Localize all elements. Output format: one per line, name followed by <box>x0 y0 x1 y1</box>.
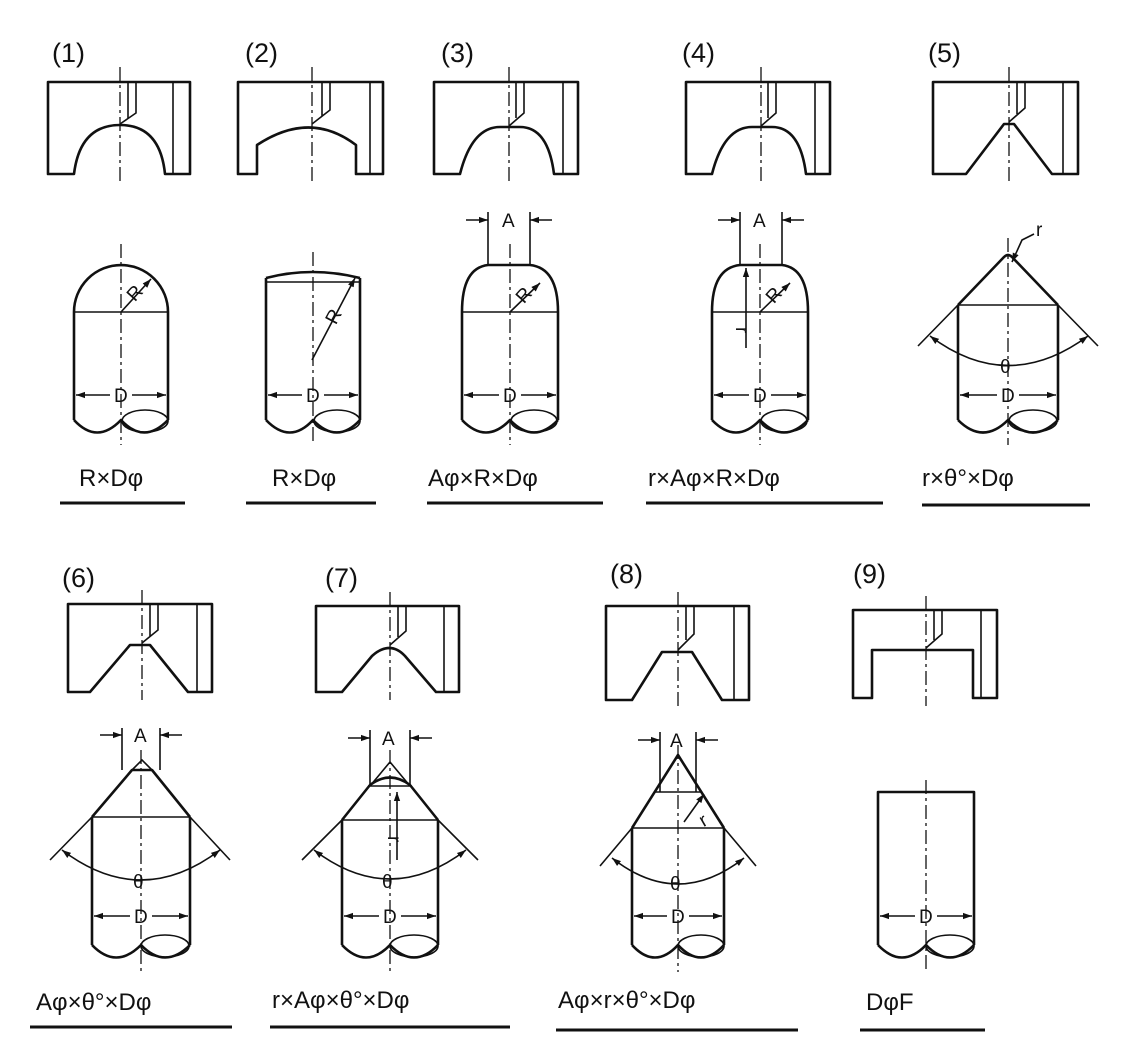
figure-number: (6) <box>62 563 95 593</box>
hole-section <box>684 67 832 182</box>
label-d: D <box>671 907 685 928</box>
label-a: A <box>753 211 766 232</box>
hole-section <box>236 67 385 182</box>
drill-tip: A θ D <box>49 726 231 972</box>
drill-tip: D <box>876 780 976 972</box>
hole-section <box>851 596 999 706</box>
figure-5: (5) θ r D r×θ°×Dφ <box>917 38 1099 507</box>
hole-section <box>432 67 580 182</box>
label-a: A <box>502 211 515 232</box>
hole-section <box>604 592 751 708</box>
label-theta: θ <box>1000 357 1011 378</box>
hole-section <box>931 67 1080 182</box>
label-a: A <box>670 731 683 752</box>
label-theta: θ <box>382 872 393 893</box>
caption: r×Aφ×R×Dφ <box>648 465 780 492</box>
caption: R×Dφ <box>272 465 336 492</box>
label-d: D <box>503 386 517 407</box>
label-r: R <box>512 283 537 307</box>
figure-4: (4) A R r D r×Aφ×R×Dφ <box>646 38 883 505</box>
label-d: D <box>1001 386 1015 407</box>
label-d: D <box>753 386 767 407</box>
caption: r×Aφ×θ°×Dφ <box>272 987 409 1014</box>
figure-number: (1) <box>52 38 85 68</box>
figure-2: (2) R D R×Dφ <box>236 38 385 505</box>
label-d: D <box>383 907 397 928</box>
label-theta: θ <box>133 872 144 893</box>
label-r: R <box>123 281 148 305</box>
label-theta: θ <box>670 874 681 895</box>
caption: Aφ×r×θ°×Dφ <box>558 987 695 1014</box>
drill-tip: A R D <box>460 211 560 445</box>
label-r: R <box>762 283 787 307</box>
hole-section <box>66 590 214 700</box>
label-a: A <box>382 729 395 750</box>
caption: r×θ°×Dφ <box>922 465 1014 492</box>
figure-number: (8) <box>610 559 643 589</box>
label-small-r: r <box>383 836 404 843</box>
label-d: D <box>134 907 148 928</box>
label-small-r: r <box>1036 220 1043 241</box>
caption: R×Dφ <box>79 465 143 492</box>
drill-tip: A r θ D <box>599 731 757 972</box>
figure-number: (2) <box>245 38 278 68</box>
label-r: R <box>322 306 347 328</box>
figure-number: (9) <box>853 559 886 589</box>
figure-6: (6) A θ D A <box>30 563 232 1029</box>
figure-number: (3) <box>441 38 474 68</box>
label-d: D <box>306 386 320 407</box>
drill-tip: R D <box>264 252 362 445</box>
label-d: D <box>114 386 128 407</box>
drill-tip: A r θ D <box>301 729 479 972</box>
drill-tip: R D <box>72 244 170 445</box>
label-small-r: r <box>731 327 752 334</box>
drill-tip: θ r D <box>917 220 1099 445</box>
figure-3: (3) A R D Aφ×R×Dφ <box>427 38 603 505</box>
figure-1: (1) R D R×Dφ <box>46 38 192 505</box>
figure-7: (7) A r θ <box>270 563 510 1029</box>
caption: Aφ×R×Dφ <box>428 465 538 492</box>
figure-number: (5) <box>928 38 961 68</box>
figure-number: (4) <box>682 38 715 68</box>
figure-8: (8) A r θ D <box>556 559 798 1032</box>
hole-section <box>314 592 461 700</box>
label-a: A <box>134 726 147 747</box>
caption: DφF <box>866 989 914 1016</box>
hole-section <box>46 67 192 182</box>
caption: Aφ×θ°×Dφ <box>36 989 151 1016</box>
drill-tip: A R r D <box>710 211 810 445</box>
label-d: D <box>919 907 933 928</box>
figure-9: (9) D DφF <box>851 559 999 1032</box>
figure-number: (7) <box>325 563 358 593</box>
